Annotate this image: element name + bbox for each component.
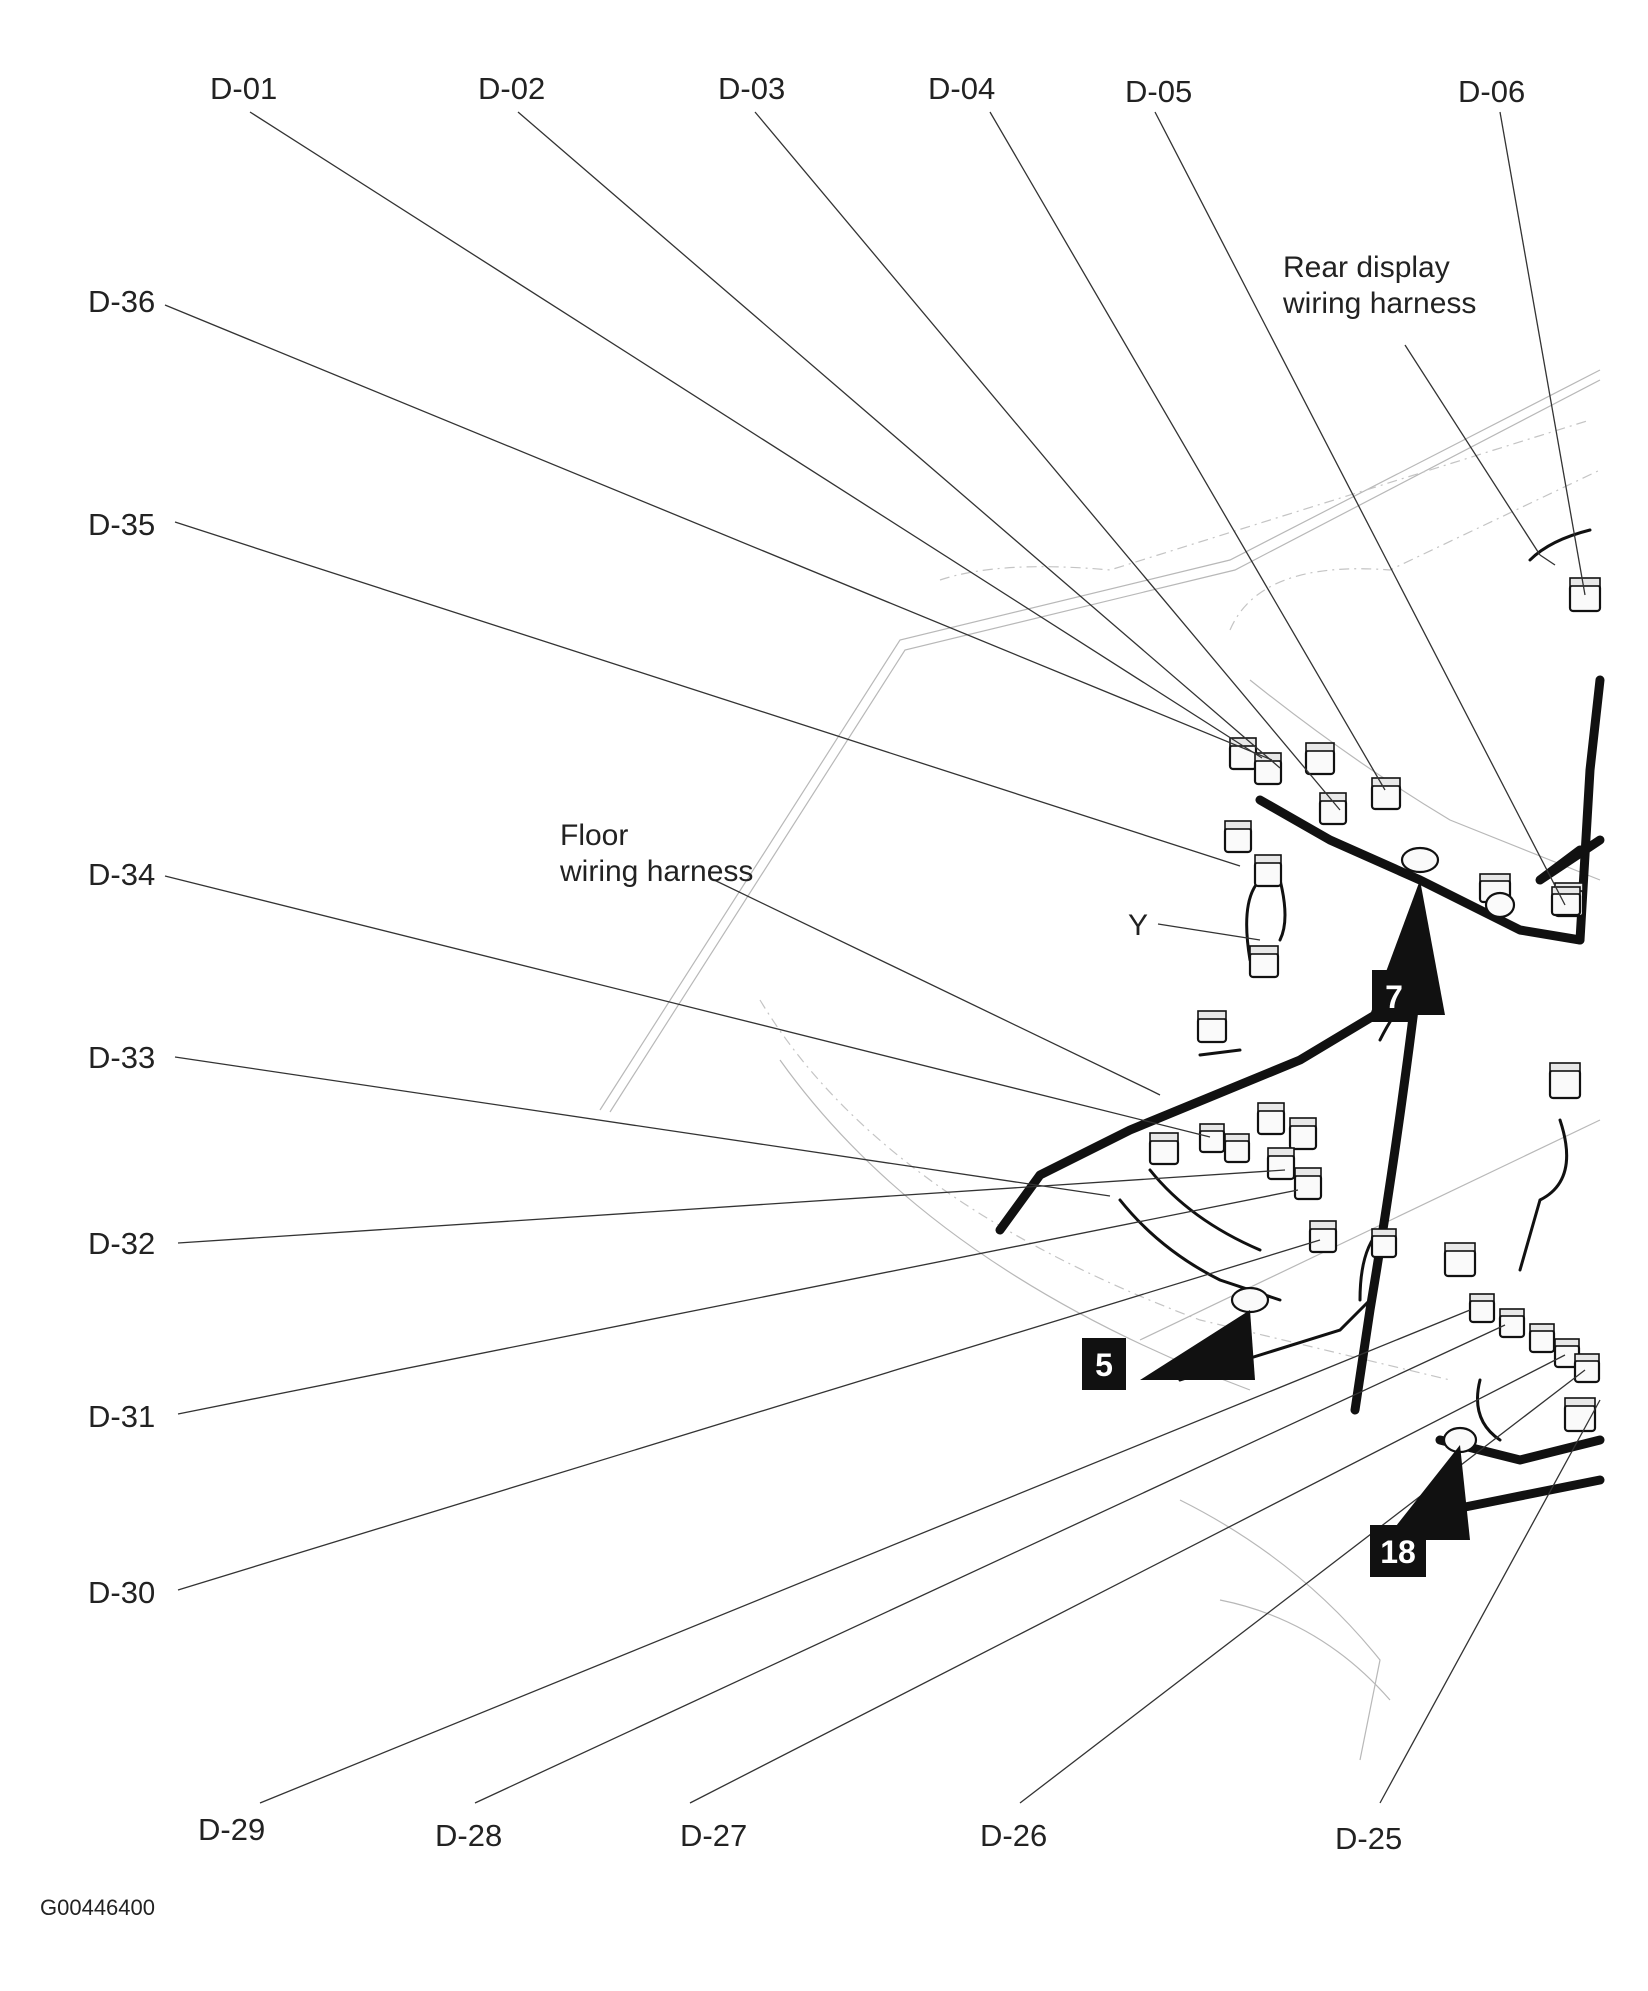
label-d-04: D-04 bbox=[928, 71, 995, 106]
connector bbox=[1223, 820, 1253, 854]
y-label: Y bbox=[1128, 909, 1148, 942]
connector bbox=[1253, 854, 1283, 888]
floor-harness-label: wiring harness bbox=[559, 855, 753, 888]
connector bbox=[1550, 886, 1582, 917]
connector bbox=[1370, 777, 1402, 811]
connector bbox=[1223, 1133, 1251, 1164]
svg-text:5: 5 bbox=[1095, 1347, 1113, 1383]
connector bbox=[1228, 737, 1258, 771]
label-d-01: D-01 bbox=[210, 71, 277, 106]
connector bbox=[1568, 577, 1602, 613]
connector bbox=[1293, 1167, 1323, 1201]
label-d-25: D-25 bbox=[1335, 1821, 1402, 1856]
connector bbox=[1248, 945, 1280, 979]
connector bbox=[1370, 1228, 1398, 1259]
grommet bbox=[1484, 891, 1516, 919]
vehicle-outline bbox=[599, 369, 1601, 1761]
connector bbox=[1196, 1010, 1228, 1044]
leader-lines bbox=[164, 111, 1601, 1804]
label-d-34: D-34 bbox=[88, 857, 155, 892]
label-d-32: D-32 bbox=[88, 1226, 155, 1261]
connector bbox=[1304, 742, 1336, 776]
connector bbox=[1308, 1220, 1338, 1254]
connector bbox=[1318, 792, 1348, 826]
label-d-05: D-05 bbox=[1125, 74, 1192, 109]
connector-labels: D-01 D-02 D-03 D-04 D-05 D-06 D-36 D-35 … bbox=[88, 71, 1525, 1856]
connector bbox=[1266, 1147, 1296, 1181]
connector bbox=[1468, 1293, 1496, 1324]
connector bbox=[1528, 1323, 1556, 1354]
label-d-02: D-02 bbox=[478, 71, 545, 106]
connector bbox=[1256, 1102, 1286, 1136]
label-d-36: D-36 bbox=[88, 284, 155, 319]
floor-harness-label: Floor bbox=[560, 819, 628, 852]
connector bbox=[1288, 1117, 1318, 1151]
connector bbox=[1198, 1123, 1226, 1154]
label-d-31: D-31 bbox=[88, 1399, 155, 1434]
figure-id: G00446400 bbox=[40, 1895, 155, 1920]
rear-display-harness-label: wiring harness bbox=[1282, 287, 1476, 320]
svg-text:18: 18 bbox=[1380, 1534, 1416, 1570]
grommet bbox=[1230, 1286, 1270, 1314]
grommet bbox=[1400, 846, 1440, 874]
label-d-29: D-29 bbox=[198, 1812, 265, 1847]
callout-18: 18 bbox=[1370, 1445, 1470, 1577]
label-d-28: D-28 bbox=[435, 1818, 502, 1853]
connector bbox=[1443, 1242, 1477, 1278]
label-d-35: D-35 bbox=[88, 507, 155, 542]
label-d-30: D-30 bbox=[88, 1575, 155, 1610]
label-d-33: D-33 bbox=[88, 1040, 155, 1075]
callout-5: 5 bbox=[1082, 1310, 1255, 1390]
connector bbox=[1548, 1062, 1582, 1100]
connector bbox=[1563, 1397, 1597, 1433]
connector bbox=[1573, 1353, 1601, 1384]
connector bbox=[1498, 1308, 1526, 1339]
label-d-03: D-03 bbox=[718, 71, 785, 106]
rear-display-harness-label: Rear display bbox=[1283, 251, 1450, 284]
label-d-06: D-06 bbox=[1458, 74, 1525, 109]
connector bbox=[1148, 1132, 1180, 1166]
callout-7: 7 bbox=[1370, 880, 1445, 1022]
label-d-27: D-27 bbox=[680, 1818, 747, 1853]
label-d-26: D-26 bbox=[980, 1818, 1047, 1853]
svg-text:7: 7 bbox=[1385, 979, 1403, 1015]
harness-notes: Rear display wiring harness Floor wiring… bbox=[559, 251, 1476, 942]
